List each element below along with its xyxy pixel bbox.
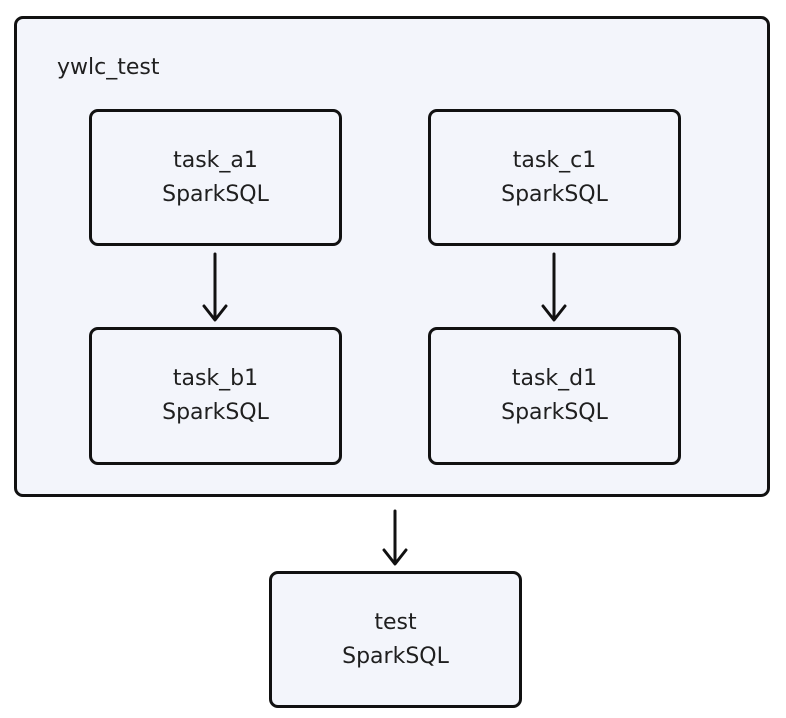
node-task-a1[interactable]: task_a1 SparkSQL (89, 109, 342, 246)
node-task-b1[interactable]: task_b1 SparkSQL (89, 327, 342, 465)
node-task-c1-type: SparkSQL (501, 181, 608, 207)
node-task-b1-name: task_b1 (172, 366, 259, 391)
node-task-a1-type: SparkSQL (162, 181, 269, 207)
node-task-d1[interactable]: task_d1 SparkSQL (428, 327, 681, 465)
node-test-type: SparkSQL (342, 643, 449, 669)
node-test-name: test (374, 609, 417, 635)
node-task-c1-name: task_c1 (512, 147, 597, 173)
node-task-b1-type: SparkSQL (162, 400, 269, 425)
node-task-d1-name: task_d1 (511, 366, 598, 391)
node-task-d1-type: SparkSQL (501, 400, 608, 425)
edge-group-to-test (382, 509, 408, 566)
group-title: ywlc_test (57, 55, 160, 80)
node-test[interactable]: test SparkSQL (269, 571, 522, 708)
node-task-c1[interactable]: task_c1 SparkSQL (428, 109, 681, 246)
node-task-a1-name: task_a1 (173, 147, 258, 173)
